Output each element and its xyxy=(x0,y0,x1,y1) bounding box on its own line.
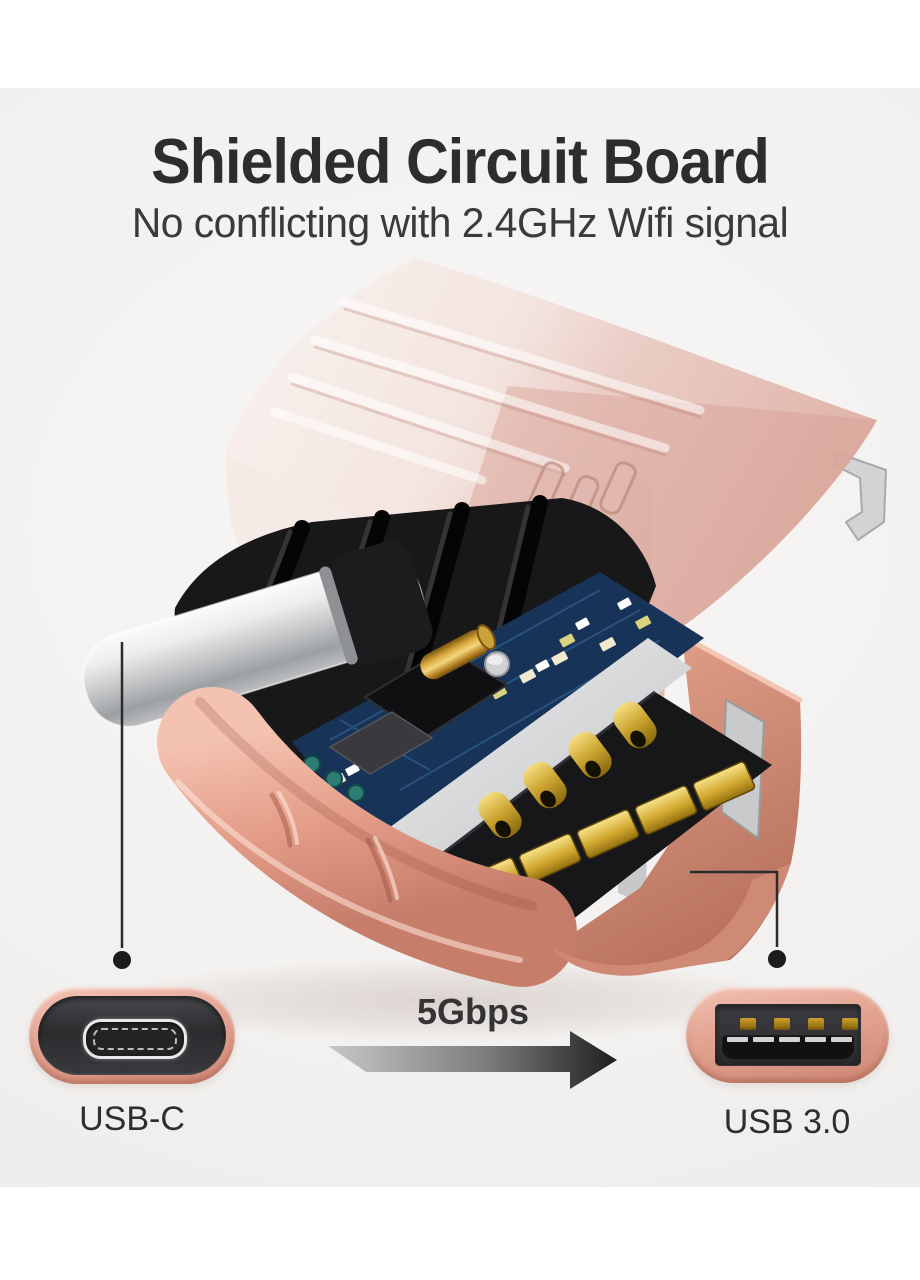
usb-a-contact xyxy=(726,1037,748,1042)
usb-a-pin xyxy=(773,1018,790,1030)
callout-dot-usb-3 xyxy=(768,950,786,968)
usb-a-contact xyxy=(830,1037,852,1042)
callout-dot-usb-c xyxy=(113,951,131,969)
usb-c-plug xyxy=(82,540,433,728)
usb-a-contact xyxy=(778,1037,800,1042)
page-title: Shielded Circuit Board xyxy=(151,127,770,197)
callouts xyxy=(120,642,779,948)
memory-chip xyxy=(328,711,434,775)
usb-a-tongue-icon xyxy=(721,1018,858,1059)
usb-a-port-cavity xyxy=(714,1004,861,1066)
speed-label: 5Gbps xyxy=(416,991,530,1032)
inductor-coil xyxy=(420,624,497,680)
usb-c-cavity xyxy=(38,996,226,1075)
usb-a-contact xyxy=(804,1037,826,1042)
usb-a-pin xyxy=(841,1018,858,1030)
shell-grooves xyxy=(269,791,399,903)
shell-front-band xyxy=(157,687,791,987)
usb-c-pins xyxy=(93,1027,177,1050)
device-shadow xyxy=(110,958,790,1042)
circuit-board xyxy=(292,572,704,870)
usb-c-port-icon xyxy=(29,987,235,1084)
speed-arrow-icon xyxy=(328,1031,617,1089)
usb-3-label: USB 3.0 xyxy=(723,1103,851,1141)
usb-a-pin xyxy=(739,1018,756,1030)
usb-c-label: USB-C xyxy=(79,1100,185,1138)
usb-a-port-icon xyxy=(686,987,889,1083)
usb-c-receptacle xyxy=(83,1018,187,1059)
shell-front-rim xyxy=(552,863,791,976)
spring-contacts-gold xyxy=(478,701,657,839)
usb-a-contact xyxy=(752,1037,774,1042)
usb-a-pin xyxy=(807,1018,824,1030)
callout-line-usb-3 xyxy=(690,870,779,947)
page-subtitle: No conflicting with 2.4GHz Wifi signal xyxy=(131,199,789,246)
